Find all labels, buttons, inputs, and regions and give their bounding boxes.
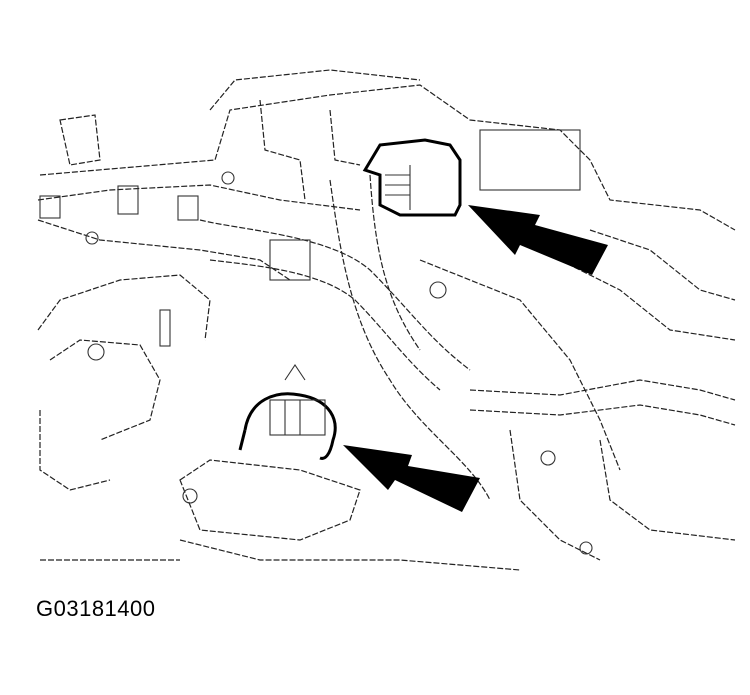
engine-outline (37, 69, 736, 571)
engine-diagram (37, 69, 736, 571)
arrow-icon-lower (343, 445, 480, 512)
figure-label: G03181400 (36, 596, 156, 621)
upper-connector (362, 138, 462, 217)
lower-connector (238, 364, 337, 460)
arrow-icon-upper (468, 205, 608, 275)
